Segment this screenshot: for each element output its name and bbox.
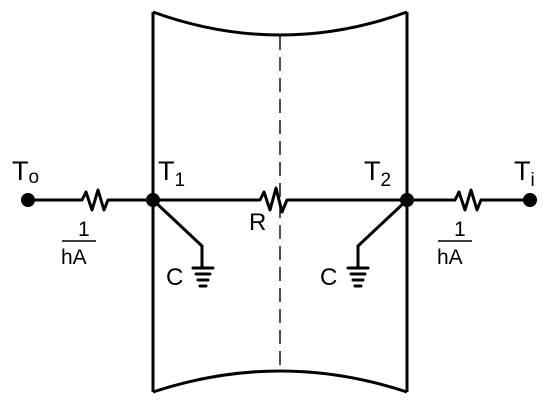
inner-convection-denominator: hA: [437, 246, 463, 269]
outer-convection-resistor: [26, 188, 155, 212]
inner-convection-resistor: [405, 188, 532, 212]
capacitor-left: [151, 198, 215, 288]
conduction-resistor: [151, 186, 409, 214]
capacitor-right: [346, 198, 409, 288]
node-inner: [523, 193, 537, 207]
outer-convection-numerator: 1: [78, 218, 90, 241]
label-surface2-temperature: T2: [364, 156, 391, 191]
node-surface1: [146, 193, 160, 207]
circuit-wires: [26, 186, 532, 214]
capacitor-left-label: C: [166, 264, 183, 291]
outer-convection-denominator: hA: [61, 246, 87, 269]
wall-bottom-curve: [152, 369, 408, 394]
node-outer: [21, 193, 35, 207]
capacitor-right-label: C: [320, 264, 337, 291]
label-surface1-temperature: T1: [158, 156, 185, 191]
node-surface2: [400, 193, 414, 207]
wall-top-curve: [152, 10, 408, 37]
label-inner-temperature: Ti: [514, 156, 535, 191]
label-outer-temperature: To: [12, 156, 39, 188]
inner-convection-numerator: 1: [454, 218, 466, 241]
conduction-resistance-label: R: [249, 209, 266, 236]
